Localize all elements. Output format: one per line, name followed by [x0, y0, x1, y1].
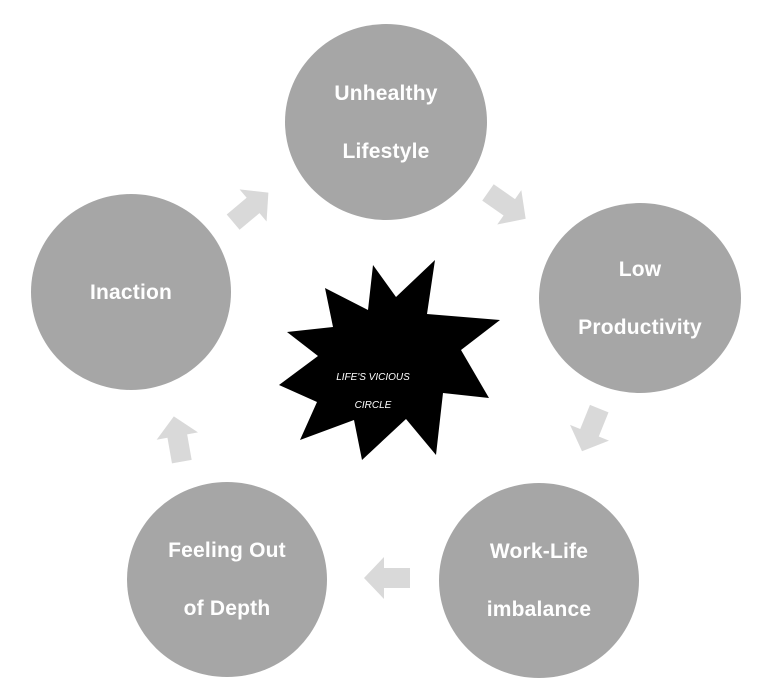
node-unhealthy-lifestyle: Unhealthy Lifestyle [285, 24, 487, 220]
node-feeling-out-of-depth-line1: Feeling Out [168, 539, 286, 562]
arrow-unhealthy-to-low-productivity [482, 184, 526, 225]
node-inaction: Inaction [31, 194, 231, 390]
starburst-shape [279, 260, 500, 460]
node-inaction-label: Inaction [89, 280, 173, 304]
node-unhealthy-lifestyle-line1: Unhealthy [334, 81, 438, 105]
arrow-inaction-to-unhealthy [226, 189, 269, 230]
node-unhealthy-lifestyle-line2: Lifestyle [342, 139, 430, 163]
arrow-low-productivity-to-work-life [570, 404, 609, 452]
arrow-feeling-out-to-inaction [156, 416, 198, 464]
node-work-life-imbalance-line2: imbalance [486, 598, 592, 621]
arrow-work-life-to-feeling-out [364, 557, 410, 599]
node-feeling-out-of-depth-line2: of Depth [183, 597, 271, 620]
node-low-productivity: Low Productivity [539, 203, 741, 393]
center-label-line1: LIFE'S VICIOUS [336, 372, 410, 383]
node-low-productivity-line1: Low [618, 257, 662, 281]
node-low-productivity-line2: Productivity [578, 315, 702, 339]
center-label-line2: CIRCLE [354, 400, 392, 411]
center-label: LIFE'S VICIOUS CIRCLE [313, 357, 433, 427]
node-work-life-imbalance: Work-Life imbalance [439, 483, 639, 678]
node-work-life-imbalance-line1: Work-Life [489, 540, 589, 563]
node-feeling-out-of-depth: Feeling Out of Depth [127, 482, 327, 677]
